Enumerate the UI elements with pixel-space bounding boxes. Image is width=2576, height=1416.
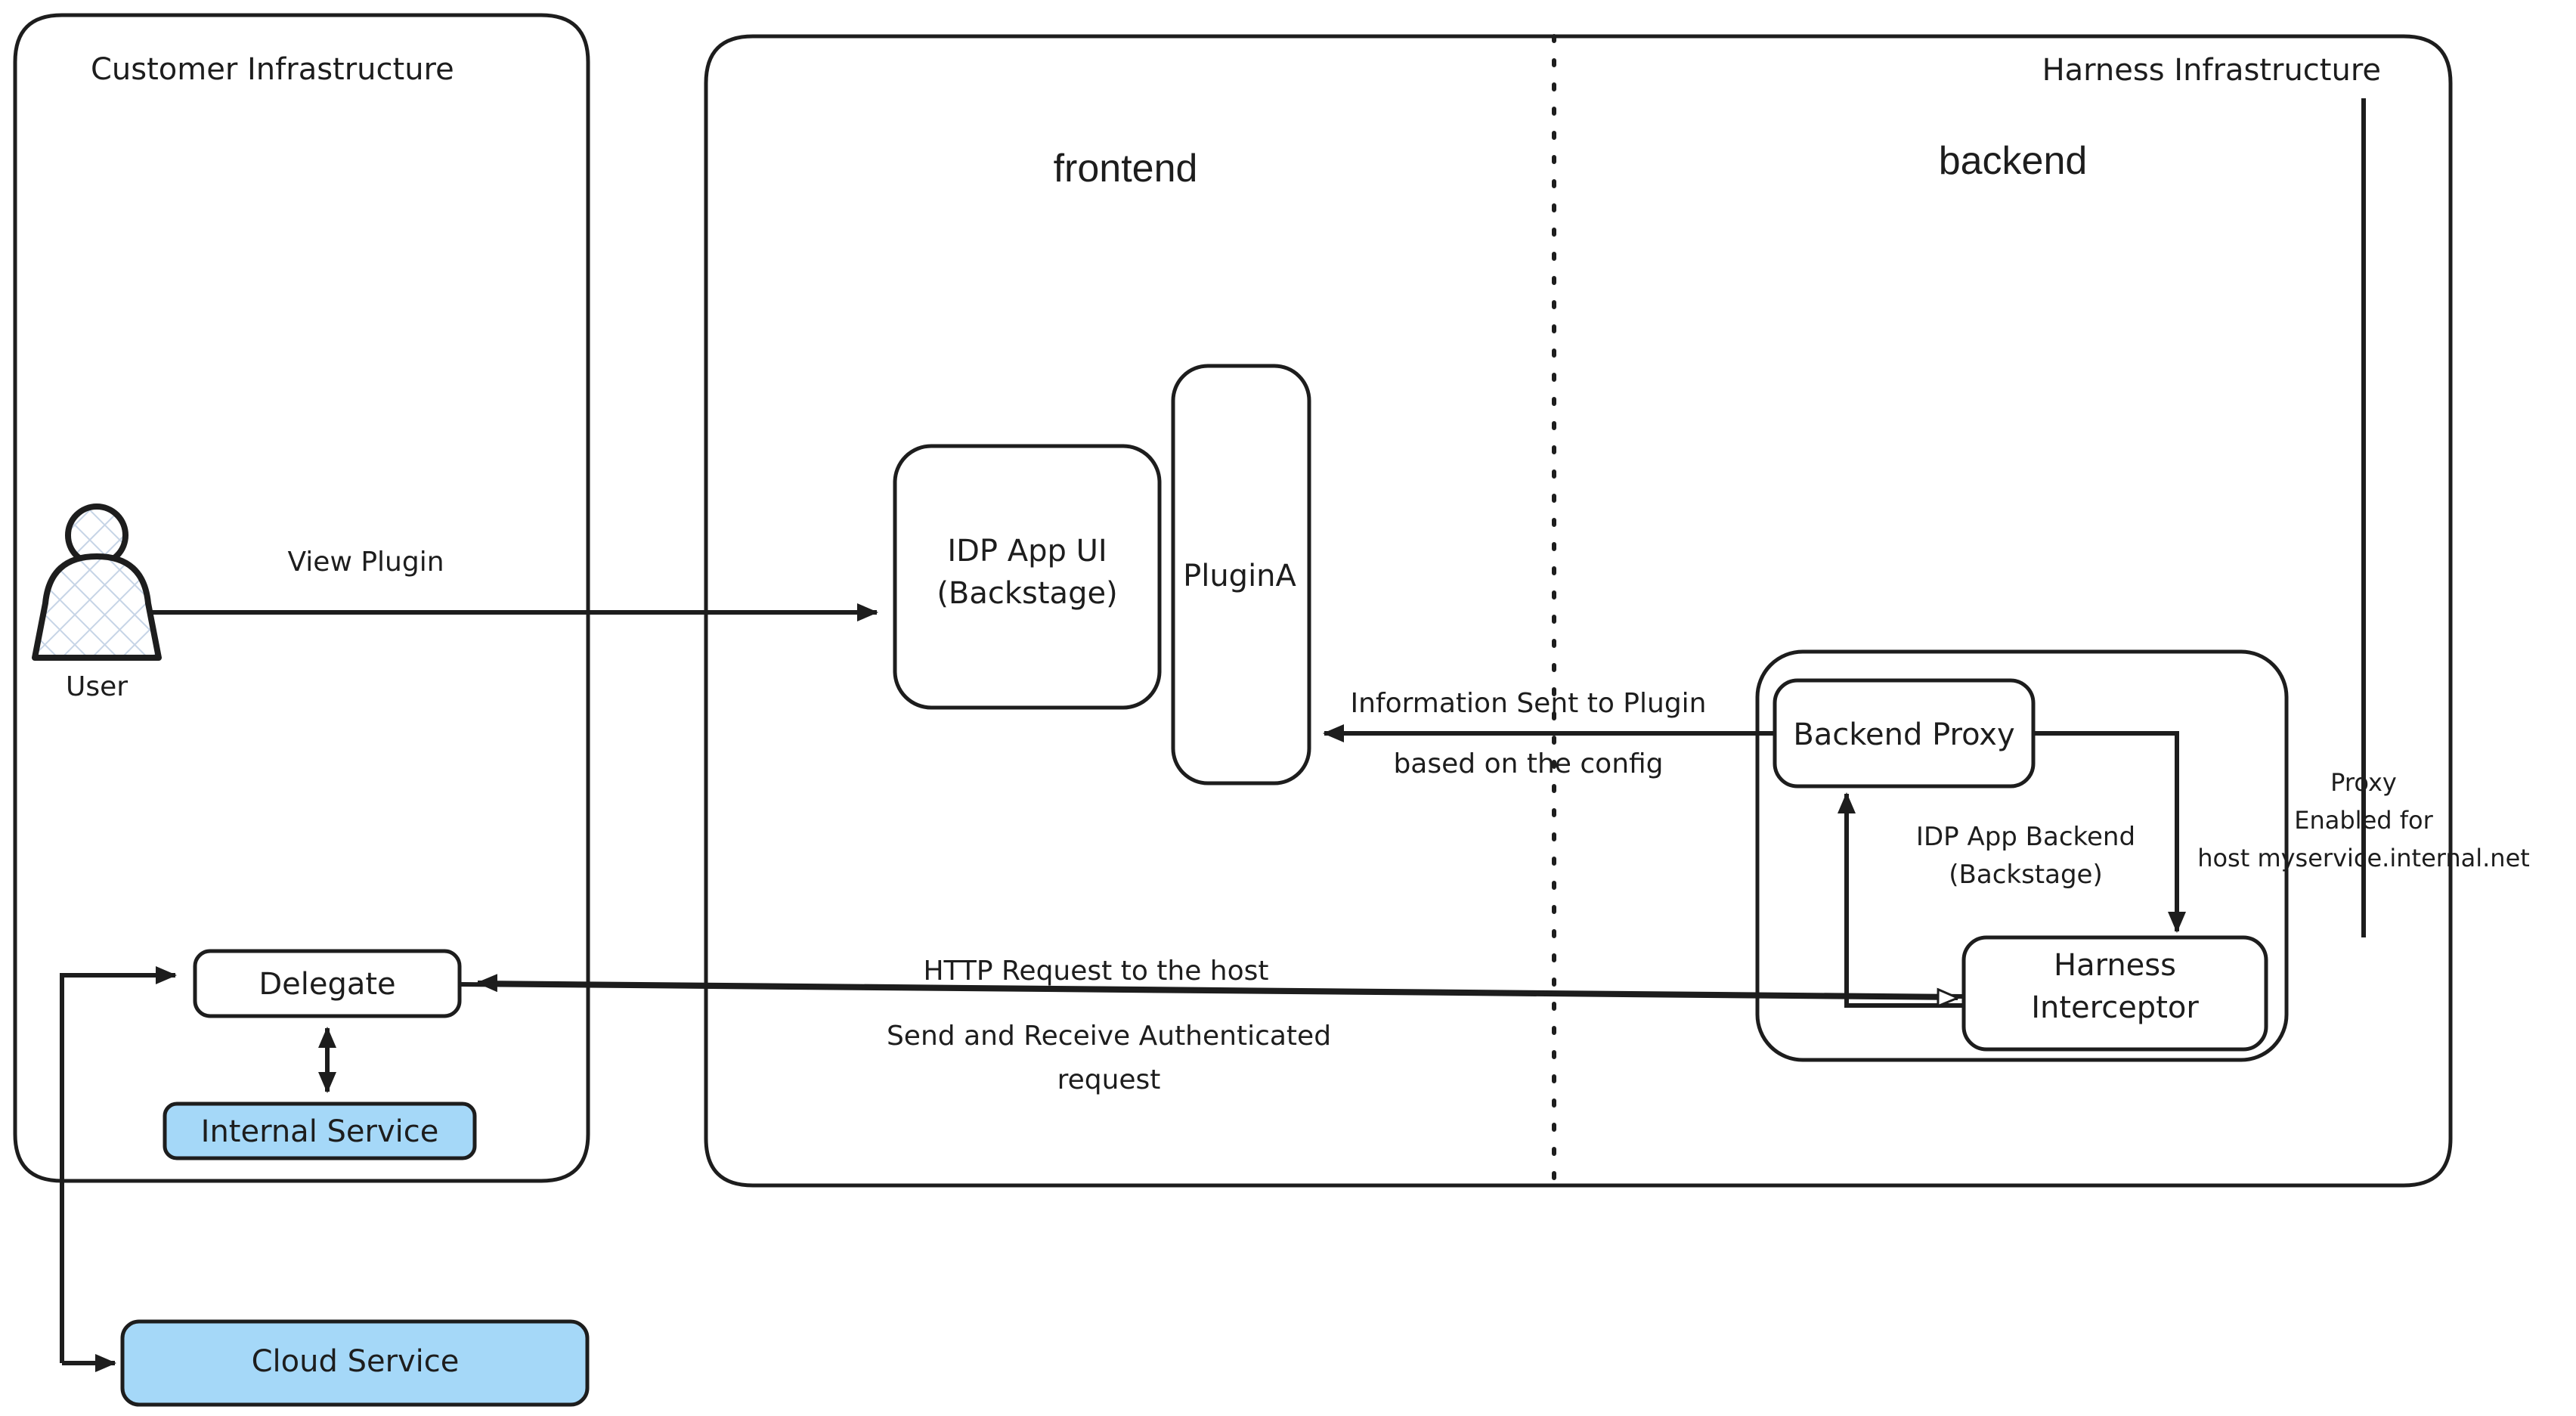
customer-infrastructure-label: Customer Infrastructure <box>91 52 454 87</box>
node-idp-app-ui[interactable]: IDP App UI (Backstage) <box>893 444 1162 710</box>
node-delegate[interactable]: Delegate <box>193 949 462 1018</box>
node-cloud-service[interactable]: Cloud Service <box>120 1319 590 1407</box>
node-internal-service-label: Internal Service <box>201 1114 439 1149</box>
edge-http-request-line3: request <box>1057 1064 1161 1095</box>
zone-title-backend: backend <box>1939 139 2088 183</box>
node-backend-proxy-label: Backend Proxy <box>1793 717 2014 752</box>
edge-proxy-to-interceptor <box>2033 731 2186 933</box>
node-plugin-a-label: PluginA <box>1183 559 1296 593</box>
annotation-proxy-enabled: Proxy Enabled for host myservice.interna… <box>2197 98 2530 937</box>
edge-information-to-plugin: Information Sent to Plugin based on the … <box>1323 688 1775 779</box>
zone-title-frontend: frontend <box>1054 147 1198 191</box>
customer-infrastructure-group: Customer Infrastructure <box>13 13 590 1183</box>
node-backend-proxy[interactable]: Backend Proxy <box>1773 678 2036 789</box>
edge-http-request-line2: Send and Receive Authenticated <box>887 1021 1331 1052</box>
node-idp-app-ui-line1: IDP App UI <box>947 534 1107 569</box>
node-idp-app-backend-line2: (Backstage) <box>1949 860 2102 890</box>
edge-view-plugin: View Plugin <box>150 547 878 621</box>
edge-http-request: HTTP Request to the host Send and Receiv… <box>459 956 1965 1095</box>
annotation-proxy-enabled-line3: host myservice.internal.net <box>2197 844 2530 872</box>
node-idp-app-backend-line1: IDP App Backend <box>1916 822 2135 852</box>
edge-delegate-trunk-left <box>60 966 177 1363</box>
node-harness-interceptor-line2: Interceptor <box>2031 990 2199 1025</box>
user-actor-label: User <box>66 671 128 702</box>
edge-information-to-plugin-line2: based on the config <box>1393 748 1663 779</box>
edge-view-plugin-label: View Plugin <box>287 547 444 578</box>
edge-information-to-plugin-line1: Information Sent to Plugin <box>1351 688 1707 719</box>
node-internal-service[interactable]: Internal Service <box>163 1102 477 1160</box>
node-cloud-service-label: Cloud Service <box>252 1344 460 1379</box>
harness-infrastructure-group: Harness Infrastructure <box>704 34 2453 1188</box>
annotation-proxy-enabled-line1: Proxy <box>2330 768 2397 797</box>
harness-infrastructure-label: Harness Infrastructure <box>2042 53 2381 88</box>
node-delegate-label: Delegate <box>259 967 395 1002</box>
user-actor: User <box>32 504 162 702</box>
node-plugin-a[interactable]: PluginA <box>1171 364 1311 785</box>
edge-http-request-line1: HTTP Request to the host <box>923 956 1268 987</box>
node-harness-interceptor[interactable]: Harness Interceptor <box>1961 935 2268 1052</box>
node-harness-interceptor-line1: Harness <box>2054 948 2176 983</box>
annotation-proxy-enabled-line2: Enabled for <box>2294 806 2433 835</box>
edge-interceptor-to-proxy <box>1838 792 1964 1008</box>
node-idp-app-ui-line2: (Backstage) <box>937 576 1117 611</box>
